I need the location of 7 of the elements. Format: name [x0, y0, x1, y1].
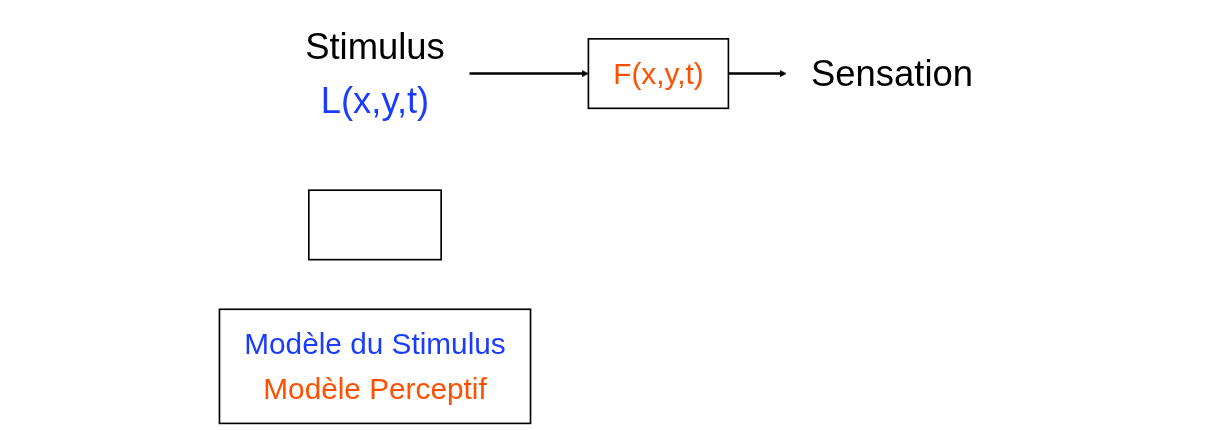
node-box [307, 189, 442, 261]
node-box: F(x,y,t) [587, 38, 730, 110]
node-text: Stimulus L(x,y,t) [305, 25, 445, 121]
node-text: Sensation [811, 52, 973, 94]
node-box: Modèle du Stimulus Modèle Perceptif [218, 308, 532, 425]
arrow [728, 69, 787, 78]
arrow [469, 69, 589, 78]
